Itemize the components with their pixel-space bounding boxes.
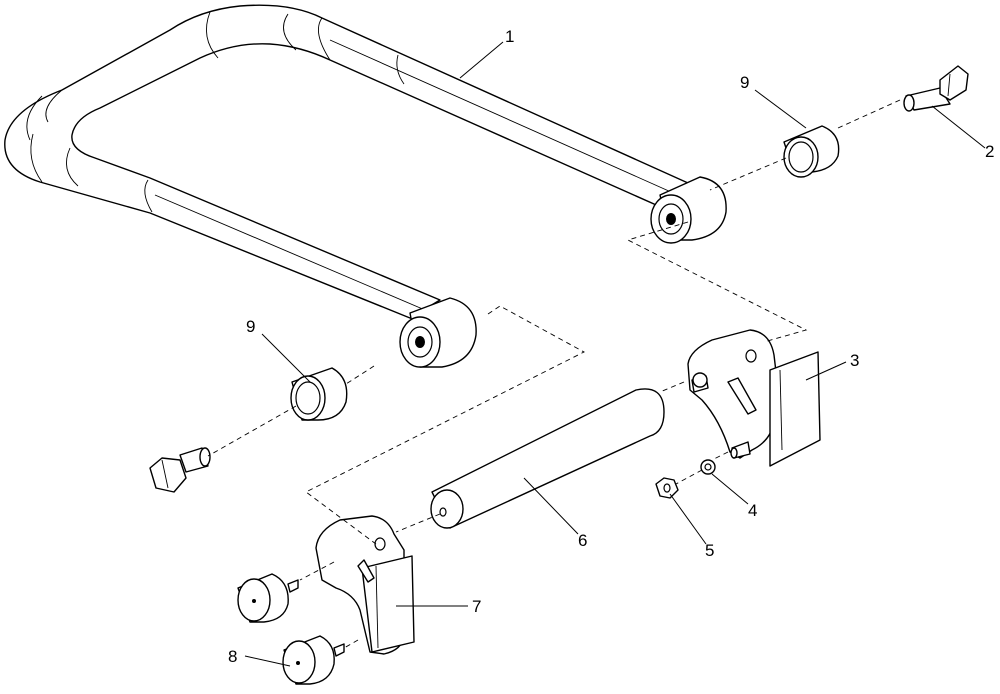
spacer-bushing-right bbox=[783, 125, 840, 178]
washer bbox=[700, 459, 716, 475]
callout-9-right: 9 bbox=[740, 73, 749, 92]
callout-1: 1 bbox=[505, 27, 514, 46]
callout-3: 3 bbox=[850, 351, 859, 370]
callout-4: 4 bbox=[748, 501, 757, 520]
spacer-bushing-left bbox=[290, 367, 348, 421]
u-bar bbox=[4, 4, 689, 319]
bracket-right bbox=[687, 329, 821, 467]
callout-5: 5 bbox=[705, 541, 714, 560]
roller-cylinder bbox=[430, 388, 665, 529]
bolt-right bbox=[903, 65, 969, 112]
bar-end-bushing-right bbox=[650, 176, 727, 244]
foot-bumper-upper bbox=[237, 573, 299, 623]
bracket-left bbox=[315, 515, 415, 655]
bar-end-bushing-left bbox=[399, 297, 477, 368]
bolt-left bbox=[149, 447, 211, 493]
callout-8: 8 bbox=[228, 647, 237, 666]
callout-7: 7 bbox=[472, 597, 481, 616]
callout-2: 2 bbox=[985, 142, 994, 161]
foot-bumper-lower bbox=[282, 635, 345, 685]
callout-6: 6 bbox=[578, 531, 587, 550]
nut bbox=[655, 477, 679, 499]
assembly-lines bbox=[207, 99, 901, 649]
callout-9-left: 9 bbox=[246, 317, 255, 336]
leader-lines bbox=[244, 41, 986, 667]
